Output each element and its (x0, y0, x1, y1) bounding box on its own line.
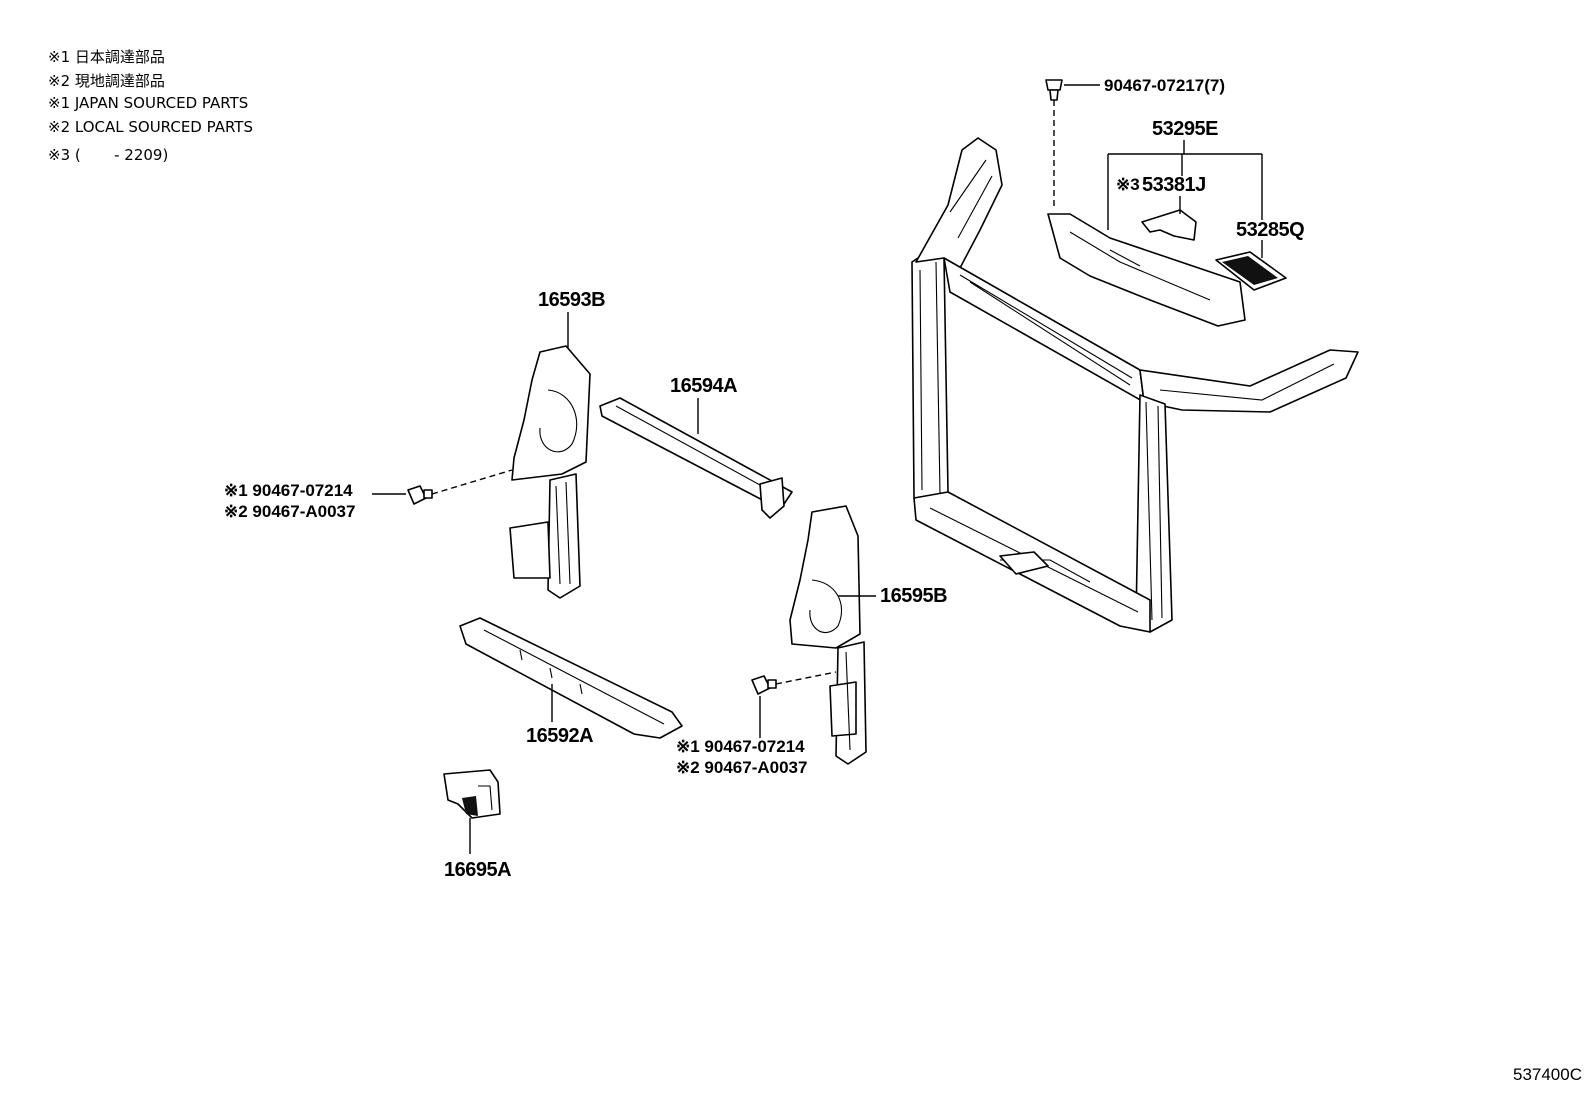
label-16592a: 16592A (526, 725, 593, 747)
radiator-support-frame (911, 137, 1359, 633)
label-16595b: 16595B (880, 585, 947, 607)
cover-53295e (1047, 213, 1246, 327)
note-japan-sourced-en: ※1 JAPAN SOURCED PARTS (48, 94, 249, 112)
label-16593b: 16593B (538, 289, 605, 311)
clip-90467-07217 (1045, 79, 1063, 101)
bracket-leader-53295e (1107, 140, 1263, 230)
label-53295e: 53295E (1152, 118, 1218, 140)
diagram-code: 537400C (1512, 1065, 1582, 1084)
clip-left (407, 485, 433, 505)
seal-16592a (459, 617, 683, 739)
label-clip-right-japan: ※1 90467-07214 (676, 737, 805, 756)
label-53381j: 53381J (1142, 174, 1206, 196)
label-90467-07217: 90467-07217(7) (1104, 76, 1225, 95)
seal-16594a (599, 397, 793, 519)
clip-right (751, 675, 777, 695)
plate-53285q (1215, 251, 1287, 291)
note-japan-sourced-jp: ※1 日本調達部品 (48, 48, 165, 66)
clip-left-leader (431, 469, 513, 495)
note-local-sourced-jp: ※2 現地調達部品 (48, 72, 165, 90)
note-production-range: ※3 ( - 2209) (48, 146, 169, 164)
label-53285q: 53285Q (1236, 219, 1304, 241)
label-clip-left-local: ※2 90467-A0037 (224, 502, 355, 521)
bracket-16695a (443, 769, 501, 819)
seal-16595b (789, 505, 867, 765)
seal-16593b (509, 345, 591, 599)
label-53381j-mark: ※3 (1116, 175, 1140, 194)
label-clip-right-local: ※2 90467-A0037 (676, 758, 807, 777)
clip-right-leader (775, 671, 837, 685)
label-16594a: 16594A (670, 375, 737, 397)
label-16695a: 16695A (444, 859, 511, 881)
label-clip-left-japan: ※1 90467-07214 (224, 481, 353, 500)
bracket-53381j (1141, 209, 1197, 241)
note-local-sourced-en: ※2 LOCAL SOURCED PARTS (48, 118, 253, 136)
